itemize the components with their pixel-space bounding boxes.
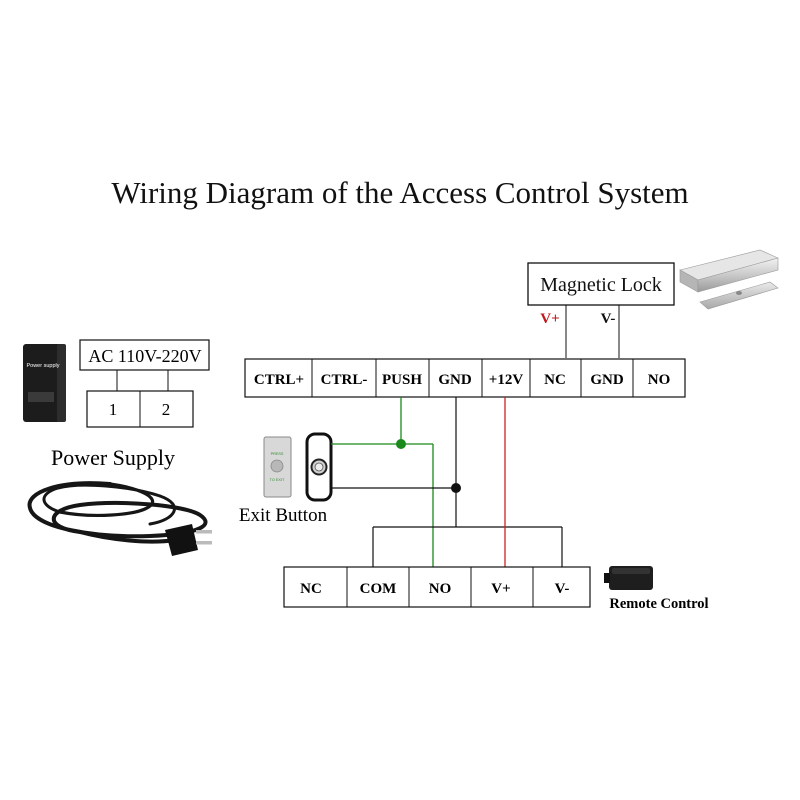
remote-control-receiver-image <box>604 566 653 590</box>
junction-black <box>451 483 461 493</box>
receiver-terminal-v-plus: V+ <box>491 581 510 597</box>
magnetic-lock: Magnetic Lock V+ V- <box>527 262 675 358</box>
terminal-ctrl-minus: CTRL- <box>321 372 368 388</box>
power-supply-label: Power Supply <box>51 445 175 470</box>
magnetic-lock-box <box>527 262 675 306</box>
power-supply-ac-box: AC 110V-220V <box>79 339 210 392</box>
power-terminal-2: 2 <box>162 400 171 419</box>
junction-green <box>396 439 406 449</box>
power-cord-image <box>27 481 208 544</box>
ac-voltage-label: AC 110V-220V <box>88 346 201 366</box>
receiver-terminal-nc: NC <box>300 581 322 597</box>
exit-panel-press-text: PRESS <box>271 452 284 456</box>
page-title: Wiring Diagram of the Access Control Sys… <box>111 175 688 210</box>
terminal-push: PUSH <box>382 372 422 388</box>
exit-panel-to-exit-text: TO EXIT <box>270 478 285 482</box>
terminal-plus-12v: +12V <box>489 372 524 388</box>
receiver-terminal-v-minus: V- <box>555 581 570 597</box>
terminal-nc: NC <box>544 372 566 388</box>
exit-button-label: Exit Button <box>239 505 328 526</box>
terminal-gnd-1: GND <box>438 372 472 388</box>
receiver-terminal-com: COM <box>360 581 397 597</box>
exit-button-image <box>305 432 333 502</box>
power-supply-terminal-block: 1 2 <box>86 390 194 428</box>
magnetic-lock-image <box>679 249 779 310</box>
controller-terminal-block: CTRL+ CTRL- PUSH GND +12V NC GND NO <box>244 358 686 398</box>
receiver-terminal-block: NC COM NO V+ V- <box>283 566 591 608</box>
power-supply-device-text: Power supply <box>26 363 59 369</box>
terminal-no: NO <box>648 372 671 388</box>
magnetic-lock-v-minus: V- <box>601 311 616 327</box>
remote-control-label: Remote Control <box>609 596 708 612</box>
magnetic-lock-label: Magnetic Lock <box>540 274 662 296</box>
wire-gnd-black <box>331 397 563 567</box>
wire-push-green <box>331 397 434 567</box>
receiver-terminal-no: NO <box>429 581 452 597</box>
power-plug-image <box>165 524 212 556</box>
power-terminal-1: 1 <box>109 400 118 419</box>
power-supply-unit-image: Power supply <box>23 344 66 422</box>
terminal-gnd-2: GND <box>590 372 624 388</box>
magnetic-lock-v-plus: V+ <box>540 311 559 327</box>
terminal-ctrl-plus: CTRL+ <box>254 372 304 388</box>
exit-button-panel-image: PRESS TO EXIT <box>263 436 292 498</box>
